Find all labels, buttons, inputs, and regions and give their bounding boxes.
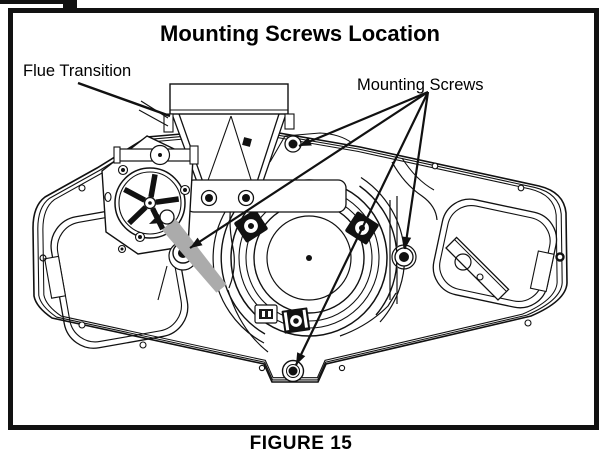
figure-caption: FIGURE 15: [250, 433, 353, 452]
flue-transition-box: [169, 83, 289, 115]
right-window-cutout: [432, 198, 558, 309]
plate-screw-1: [200, 189, 218, 207]
screwdriver-target-screw: [159, 209, 175, 225]
mounting-screw-bottom-notch: [281, 359, 305, 383]
electrical-connector: [254, 304, 278, 324]
arrow-to-bottom-screw: [295, 91, 429, 366]
mounting-screw-top: [284, 135, 302, 153]
housing-horn: [391, 161, 438, 221]
arrow-to-top-screw: [298, 90, 429, 148]
fan-housing-ring: [114, 167, 186, 239]
mounting-screws-arrows: [189, 90, 430, 366]
blower-top-mounting-plate: [185, 179, 347, 213]
blower-center-hole: [306, 255, 312, 261]
plate-screw-2: [237, 189, 255, 207]
figure-border: [8, 8, 599, 430]
mount-bracket-left: [234, 209, 268, 243]
arrow-to-fan-side-screw: [189, 91, 429, 249]
flue-transition: [163, 83, 295, 192]
blower-face: [266, 215, 352, 301]
panel-holes: [39, 162, 565, 372]
page-scan-artifact: [0, 0, 77, 8]
arrowheads: [190, 137, 412, 365]
mount-bracket-bottom: [281, 307, 311, 334]
flue-transition-leader-line: [77, 81, 171, 118]
flue-transition-label: Flue Transition: [23, 62, 131, 80]
blower-housing: [212, 132, 438, 353]
arrow-to-flange-screw: [403, 91, 430, 250]
panel-outline: [32, 127, 568, 383]
mounting-screws-label: Mounting Screws: [357, 76, 484, 94]
mounting-screw-right-flange: [391, 244, 417, 270]
screwdriver-tip-arrow-icon: [149, 214, 161, 224]
diagram-title: Mounting Screws Location: [160, 21, 440, 46]
diagonal-bracket: [445, 236, 510, 301]
screwdriver: [149, 209, 227, 293]
fan-plate-screws: [104, 164, 191, 254]
